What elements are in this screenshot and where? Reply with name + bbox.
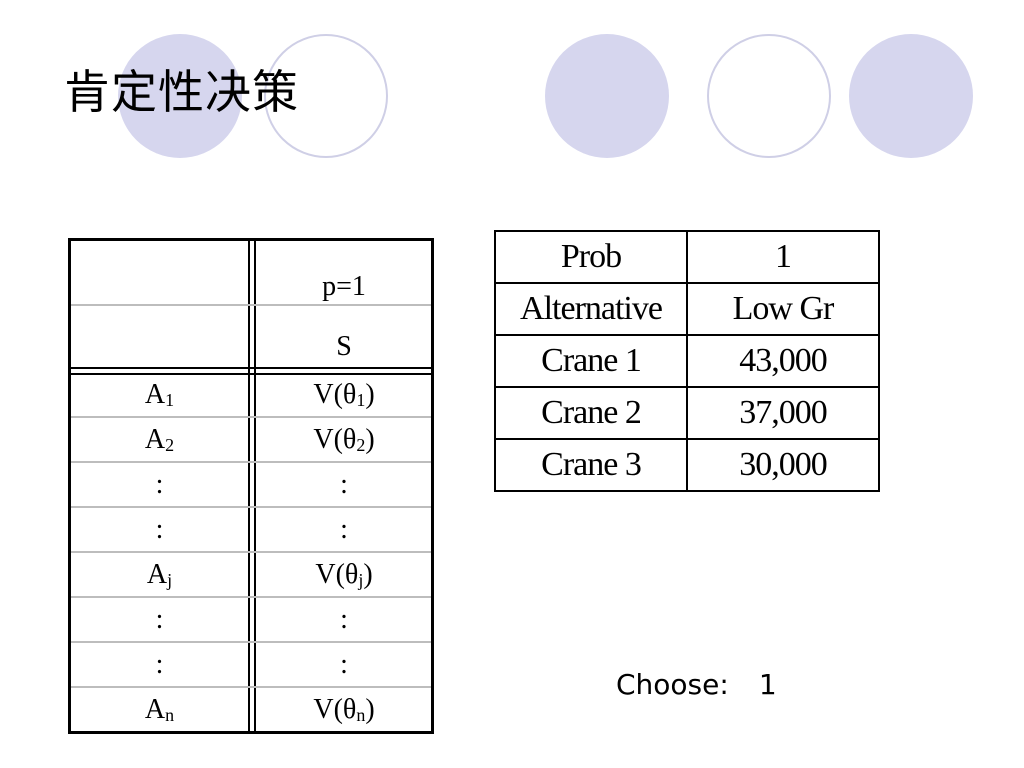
matrix-value-cell-text: : <box>340 649 348 680</box>
matrix-alternative-cell-subscript: 1 <box>165 390 175 410</box>
matrix-value-cell-text: : <box>340 469 348 500</box>
matrix-value-cell: V(θn) <box>254 692 431 728</box>
payoff-value-cell: Low Gr <box>686 282 880 336</box>
matrix-value-cell: : <box>254 512 431 548</box>
matrix-grid-line <box>71 686 431 688</box>
slide-title: 肯定性决策 <box>64 65 299 119</box>
payoff-value-cell: 43,000 <box>686 334 880 388</box>
matrix-alternative-cell-text: A <box>146 559 168 590</box>
matrix-header-p: p=1 <box>322 271 366 302</box>
matrix-value-cell-close: ) <box>365 424 375 455</box>
matrix-grid-line <box>71 596 431 598</box>
matrix-value-cell-text: : <box>340 514 348 545</box>
matrix-alternative-cell: A2 <box>71 422 248 458</box>
matrix-alternative-cell-text: : <box>155 514 164 545</box>
matrix-value-cell: : <box>254 602 431 638</box>
matrix-column-divider <box>248 241 256 731</box>
matrix-value-cell-close: ) <box>365 694 375 725</box>
matrix-value-cell: : <box>254 467 431 503</box>
matrix-alternative-cell-text: A <box>144 694 166 725</box>
payoff-value-cell: 1 <box>686 230 880 284</box>
payoff-label-cell: Prob <box>494 230 688 284</box>
choose-line: Choose: 1 <box>616 666 777 704</box>
matrix-value-cell-close: ) <box>365 379 375 410</box>
matrix-value-cell-subscript: 1 <box>356 390 366 410</box>
payoff-label-cell: Alternative <box>494 282 688 336</box>
decor-circle-outline-1 <box>264 34 388 158</box>
matrix-value-cell-subscript: j <box>358 570 364 590</box>
matrix-value-cell-text: V(θ <box>315 559 359 590</box>
matrix-alternative-cell-text: A <box>144 424 166 455</box>
decor-circle-filled-1 <box>118 34 242 158</box>
matrix-grid-line <box>71 641 431 643</box>
matrix-value-cell-text: V(θ <box>313 379 357 410</box>
matrix-value-cell: V(θj) <box>254 557 431 593</box>
matrix-alternative-cell-text: : <box>155 469 164 500</box>
payoff-value-cell: 30,000 <box>686 438 880 492</box>
matrix-alternative-cell: An <box>71 692 248 728</box>
matrix-alternative-cell: : <box>71 467 248 503</box>
decor-circle-filled-2 <box>545 34 669 158</box>
matrix-grid-line <box>71 416 431 418</box>
matrix-alternative-cell: A1 <box>71 377 248 413</box>
matrix-grid-line <box>71 461 431 463</box>
payoff-value-cell: 37,000 <box>686 386 880 440</box>
matrix-alternative-cell: : <box>71 602 248 638</box>
matrix-value-cell: V(θ2) <box>254 422 431 458</box>
matrix-alternative-cell: : <box>71 512 248 548</box>
matrix-alternative-cell-text: A <box>144 379 166 410</box>
matrix-alternative-cell-text: : <box>155 649 164 680</box>
matrix-alternative-cell-subscript: 2 <box>165 435 175 455</box>
matrix-value-cell-text: V(θ <box>313 424 357 455</box>
matrix-alternative-cell-text: : <box>155 604 164 635</box>
choose-value: 1 <box>758 668 777 701</box>
choose-label: Choose: <box>616 668 729 701</box>
matrix-value-cell-close: ) <box>363 559 373 590</box>
matrix-header-separator <box>71 367 431 375</box>
matrix-alternative-cell-subscript: n <box>165 705 175 725</box>
payoff-label-cell: Crane 3 <box>494 438 688 492</box>
matrix-value-cell-subscript: 2 <box>356 435 366 455</box>
decor-circle-outline-2 <box>707 34 831 158</box>
matrix-alternative-cell: Aj <box>71 557 248 593</box>
matrix-alternative-cell-subscript: j <box>167 570 173 590</box>
matrix-alternative-cell: : <box>71 647 248 683</box>
payoff-label-cell: Crane 1 <box>494 334 688 388</box>
matrix-grid-line <box>71 304 431 306</box>
matrix-value-cell-text: V(θ <box>313 694 357 725</box>
decor-circle-filled-3 <box>849 34 973 158</box>
matrix-value-cell: : <box>254 647 431 683</box>
matrix-grid-line <box>71 551 431 553</box>
payoff-label-cell: Crane 2 <box>494 386 688 440</box>
matrix-grid-line <box>71 506 431 508</box>
matrix-value-cell-subscript: n <box>356 705 366 725</box>
matrix-value-cell: V(θ1) <box>254 377 431 413</box>
matrix-header-s: S <box>336 331 352 362</box>
matrix-value-cell-text: : <box>340 604 348 635</box>
